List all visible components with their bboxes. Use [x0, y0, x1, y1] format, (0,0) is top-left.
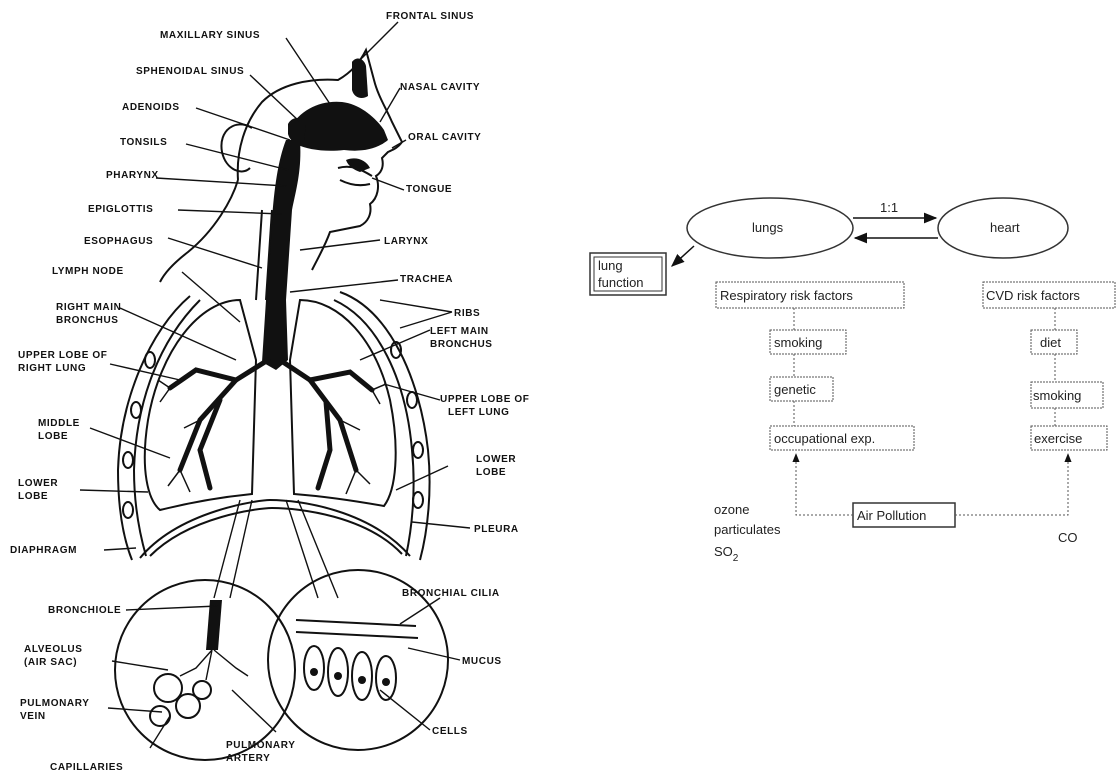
ratio-label: 1:1: [880, 200, 898, 215]
label-tongue: TONGUE: [406, 184, 452, 195]
label-nasal-cavity: NASAL CAVITY: [400, 82, 480, 93]
label-bronchiole: BRONCHIOLE: [48, 605, 121, 616]
lung-function-label-2: function: [598, 275, 644, 290]
neck-back-outline: [160, 180, 238, 282]
label-alveolus-1: ALVEOLUS: [24, 644, 83, 655]
label-upper-lobe-left-2: LEFT LUNG: [448, 407, 510, 418]
alveoli-detail: [150, 600, 248, 726]
arrow-to-lung-function: [672, 246, 694, 266]
label-diaphragm: DIAPHRAGM: [10, 545, 77, 556]
ribcage-left: [118, 296, 190, 560]
label-left-main-bronchus-1: LEFT MAIN: [430, 326, 489, 337]
label-pulmonary-artery-2: ARTERY: [226, 753, 270, 764]
ribcage-right-inner: [334, 300, 414, 556]
respiratory-anatomy-illustration: FRONTAL SINUS MAXILLARY SINUS SPHENOIDAL…: [10, 11, 529, 773]
particulates-label: particulates: [714, 522, 781, 537]
label-lower-lobe-left-side-1: LOWER: [18, 478, 58, 489]
right-lung-outline: [145, 300, 256, 510]
label-right-main-bronchus-2: BRONCHUS: [56, 315, 119, 326]
smoking-right-label: smoking: [1033, 388, 1081, 403]
label-middle-lobe-1: MIDDLE: [38, 418, 80, 429]
frontal-sinus-shape: [352, 59, 368, 98]
label-alveolus-2: (AIR SAC): [24, 657, 77, 668]
occupational-label: occupational exp.: [774, 431, 875, 446]
label-capillaries: CAPILLARIES: [50, 762, 123, 773]
label-right-main-bronchus-1: RIGHT MAIN: [56, 302, 121, 313]
respiratory-risk-label: Respiratory risk factors: [720, 288, 853, 303]
label-epiglottis: EPIGLOTTIS: [88, 204, 153, 215]
risk-factor-flow-diagram: lungs heart 1:1 lung function Respirator…: [590, 198, 1115, 564]
label-lower-lobe-right-side-2: LOBE: [476, 467, 506, 478]
label-left-main-bronchus-2: BRONCHUS: [430, 339, 493, 350]
label-pulmonary-vein-2: VEIN: [20, 711, 46, 722]
label-ribs: RIBS: [454, 308, 480, 319]
lungs-label: lungs: [752, 220, 784, 235]
head-outline: [238, 50, 402, 270]
label-adenoids: ADENOIDS: [122, 102, 180, 113]
label-cells: CELLS: [432, 726, 468, 737]
label-pharynx: PHARYNX: [106, 170, 159, 181]
arrow-pollution-to-cvd: [955, 454, 1068, 515]
lung-function-label-1: lung: [598, 258, 623, 273]
label-pleura: PLEURA: [474, 524, 519, 535]
label-upper-lobe-right-1: UPPER LOBE OF: [18, 350, 107, 361]
label-tonsils: TONSILS: [120, 137, 167, 148]
label-middle-lobe-2: LOBE: [38, 431, 68, 442]
label-oral-cavity: ORAL CAVITY: [408, 132, 481, 143]
cilia-detail: [296, 620, 418, 700]
label-upper-lobe-right-2: RIGHT LUNG: [18, 363, 86, 374]
sphenoid-shape: [288, 118, 306, 143]
smoking-left-label: smoking: [774, 335, 822, 350]
label-upper-lobe-left-1: UPPER LOBE OF: [440, 394, 529, 405]
genetic-label: genetic: [774, 382, 816, 397]
label-pulmonary-artery-1: PULMONARY: [226, 740, 295, 751]
label-frontal-sinus: FRONTAL SINUS: [386, 11, 474, 22]
rib-segments: [123, 342, 423, 518]
label-trachea: TRACHEA: [400, 274, 453, 285]
label-lower-lobe-right-side-1: LOWER: [476, 454, 516, 465]
bronchial-tree: [170, 360, 372, 488]
ear-outline: [221, 124, 252, 171]
heart-label: heart: [990, 220, 1020, 235]
so2-label: SO2: [714, 544, 739, 564]
ribcage-left-inner: [134, 300, 200, 556]
tongue-shape: [346, 158, 370, 172]
exercise-label: exercise: [1034, 431, 1082, 446]
ozone-label: ozone: [714, 502, 749, 517]
diaphragm-inner: [150, 508, 402, 556]
label-pulmonary-vein-1: PULMONARY: [20, 698, 89, 709]
label-maxillary-sinus: MAXILLARY SINUS: [160, 30, 260, 41]
label-mucus: MUCUS: [462, 656, 502, 667]
leader-lines: [80, 22, 470, 748]
co-label: CO: [1058, 530, 1078, 545]
label-lower-lobe-left-side-2: LOBE: [18, 491, 48, 502]
diet-label: diet: [1040, 335, 1061, 350]
label-lymph-node: LYMPH NODE: [52, 266, 124, 277]
label-larynx: LARYNX: [384, 236, 428, 247]
label-bronchial-cilia: BRONCHIAL CILIA: [402, 588, 500, 599]
arrow-pollution-to-respiratory: [796, 454, 853, 515]
air-pollution-label: Air Pollution: [857, 508, 926, 523]
label-sphenoidal-sinus: SPHENOIDAL SINUS: [136, 66, 244, 77]
label-esophagus: ESOPHAGUS: [84, 236, 153, 247]
cvd-risk-label: CVD risk factors: [986, 288, 1080, 303]
